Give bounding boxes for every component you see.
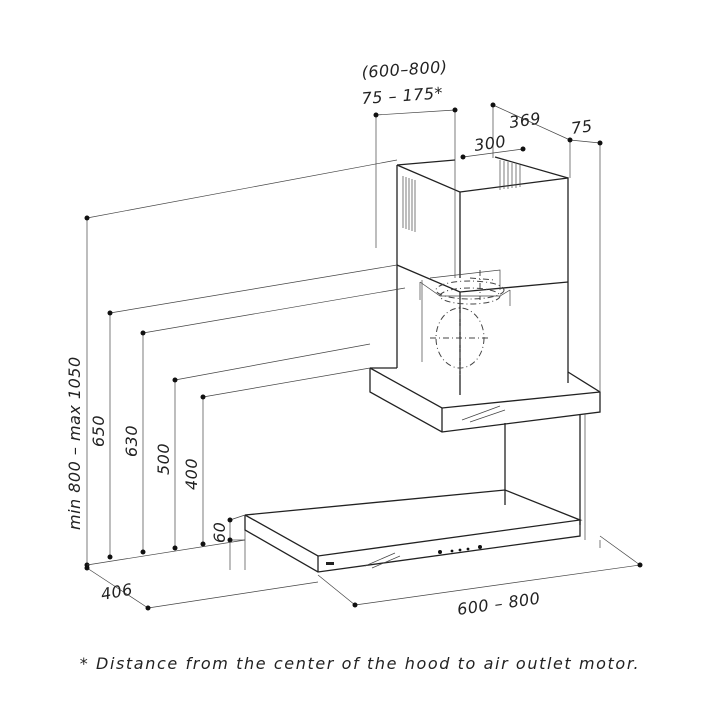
label-depth-406: 406 — [99, 580, 134, 604]
dimension-labels: (600–800) 75 – 175* 369 75 300 min 800 –… — [65, 57, 594, 619]
footnote: * Distance from the center of the hood t… — [79, 654, 641, 673]
air-outlet — [430, 270, 505, 375]
hood-canopy — [369, 367, 601, 433]
chimney — [396, 156, 569, 395]
dimension-lines — [84, 102, 643, 611]
label-outlet-offset: 75 – 175* — [361, 83, 444, 108]
label-width-range: 600 – 800 — [456, 588, 542, 618]
label-depth-369: 369 — [508, 109, 542, 132]
vent-left — [402, 176, 416, 232]
label-chimney-300: 300 — [473, 132, 507, 155]
label-height-630: 630 — [122, 425, 141, 457]
label-height-400: 400 — [182, 458, 201, 490]
label-height-range: min 800 – max 1050 — [65, 356, 84, 530]
label-height-650: 650 — [89, 415, 108, 447]
back-column — [504, 414, 586, 540]
label-height-60: 60 — [210, 522, 229, 543]
base-plate — [244, 489, 583, 573]
vent-right — [499, 160, 521, 190]
label-outlet-range: (600–800) — [361, 57, 448, 82]
label-height-500: 500 — [154, 443, 173, 475]
label-offset-75: 75 — [570, 116, 594, 138]
